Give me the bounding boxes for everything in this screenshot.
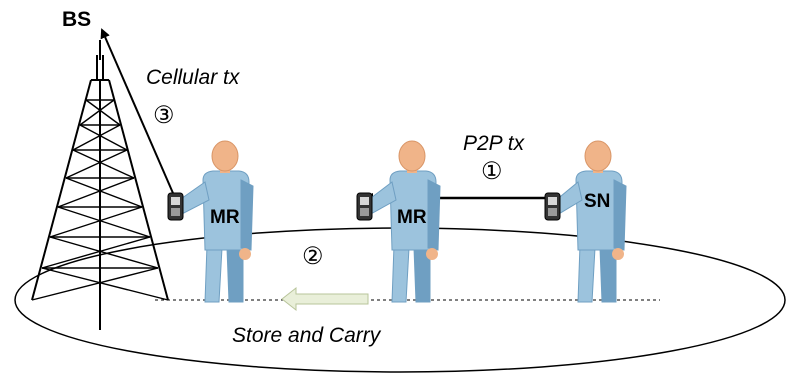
store-and-carry-label: Store and Carry	[232, 324, 381, 347]
step-3-marker: ③	[153, 102, 175, 129]
phone-icon	[356, 192, 373, 221]
store-carry-arrow	[281, 286, 369, 312]
base-station-tower	[31, 40, 169, 330]
person-label-mr-1: MR	[210, 207, 240, 228]
cellular-tx-arrow	[100, 28, 177, 201]
cellular-tx-label: Cellular tx	[146, 66, 240, 89]
step-2-marker: ②	[302, 243, 324, 270]
person-label-mr-2: MR	[397, 207, 427, 228]
phone-icon	[544, 192, 561, 221]
phone-icon	[167, 192, 184, 221]
person-figure	[544, 140, 627, 303]
step-1-marker: ①	[481, 158, 503, 185]
person-figure	[167, 140, 254, 303]
p2p-tx-label: P2P tx	[463, 132, 525, 155]
base-station-label: BS	[62, 8, 92, 31]
person-figure	[356, 140, 441, 303]
person-label-sn: SN	[584, 191, 611, 212]
